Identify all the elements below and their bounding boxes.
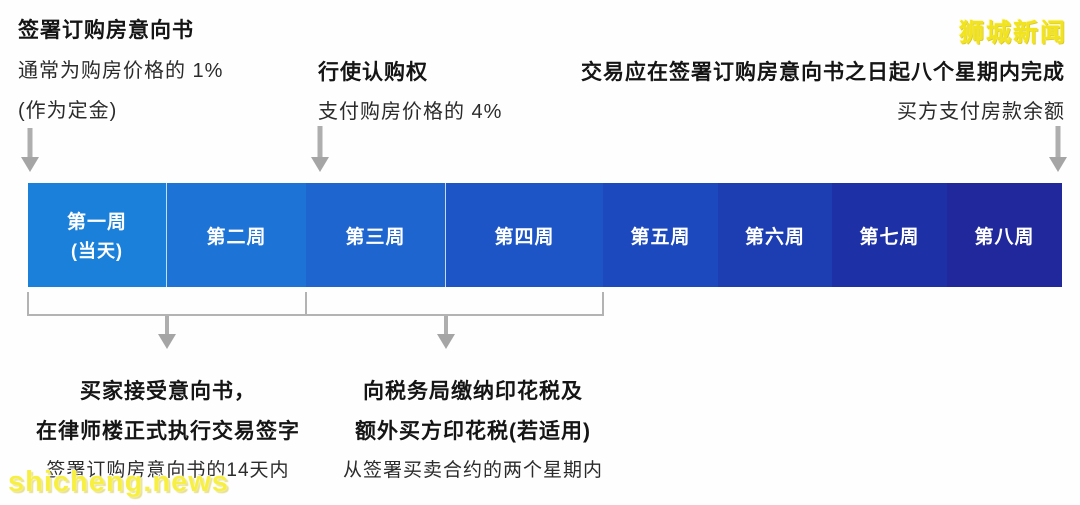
week-label: 第一周 [66, 212, 127, 233]
completion-line1: 买方支付房款余额 [897, 101, 1065, 123]
arrow-head [20, 157, 39, 172]
arrow-stem [165, 316, 169, 336]
arrow-stem [1055, 126, 1060, 158]
week-segment-5: 第五周 [603, 183, 718, 287]
bracket-line [27, 314, 604, 316]
arrow-head [158, 334, 176, 349]
arrow-head [310, 157, 329, 172]
week-segment-2: 第二周 [167, 183, 306, 287]
watermark: shicheng.news [8, 466, 229, 498]
arrow-head [1048, 157, 1067, 172]
week-sublabel: (当天) [71, 241, 123, 261]
accept-otp-bold2: 在律师楼正式执行交易签字 [36, 420, 300, 443]
stamp-duty-bold2: 额外买方印花税(若适用) [355, 420, 591, 443]
accept-otp-annotation: 买家接受意向书， 在律师楼正式执行交易签字 签署订购房意向书的14天内 [13, 375, 323, 482]
week-segment-8: 第八周 [947, 183, 1062, 287]
week-segment-1: 第一周 (当天) [28, 183, 167, 287]
accept-otp-bold1: 买家接受意向书， [80, 380, 256, 403]
sign-otp-line1: 通常为购房价格的 1% [18, 60, 224, 82]
week-label: 第四周 [494, 226, 555, 248]
accept-otp-arrow-icon [158, 316, 176, 349]
arrow-head [437, 334, 455, 349]
sign-otp-line2: (作为定金) [18, 100, 118, 122]
week-segment-4: 第四周 [446, 183, 603, 287]
bracket-tick-right [602, 292, 604, 316]
sign-otp-title: 签署订购房意向书 [18, 19, 194, 42]
week-label: 第五周 [630, 226, 691, 248]
week-label: 第八周 [974, 226, 1035, 248]
completion-title: 交易应在签署订购房意向书之日起八个星期内完成 [581, 61, 1065, 84]
bracket-tick-middle [305, 292, 307, 316]
week-label: 第二周 [206, 226, 267, 248]
completion-arrow-icon [1048, 126, 1067, 172]
week-label: 第七周 [859, 226, 920, 248]
exercise-option-title: 行使认购权 [318, 61, 428, 84]
site-logo: 狮城新闻 [958, 19, 1067, 47]
week-label: 第三周 [345, 226, 406, 248]
stamp-duty-arrow-icon [437, 316, 455, 349]
accept-otp-note: 签署订购房意向书的14天内 [46, 460, 290, 481]
arrow-stem [317, 126, 322, 158]
bracket-tick-left [27, 292, 29, 316]
stamp-duty-annotation: 向税务局缴纳印花税及 额外买方印花税(若适用) 从签署买卖合约的两个星期内 [318, 375, 628, 482]
week-segment-7: 第七周 [832, 183, 947, 287]
week-segment-6: 第六周 [718, 183, 832, 287]
exercise-option-line1: 支付购房价格的 4% [318, 101, 503, 123]
sign-otp-arrow-icon [20, 128, 39, 172]
exercise-option-arrow-icon [310, 126, 329, 172]
timeline-bar: 第一周 (当天) 第二周 第三周 第四周 第五周 第六周 第七周 第八周 [28, 183, 1062, 287]
stamp-duty-bold1: 向税务局缴纳印花税及 [363, 380, 583, 403]
week-label: 第六周 [744, 226, 805, 248]
week-segment-3: 第三周 [306, 183, 446, 287]
stamp-duty-note: 从签署买卖合约的两个星期内 [342, 460, 603, 481]
arrow-stem [444, 316, 448, 336]
arrow-stem [27, 128, 32, 158]
